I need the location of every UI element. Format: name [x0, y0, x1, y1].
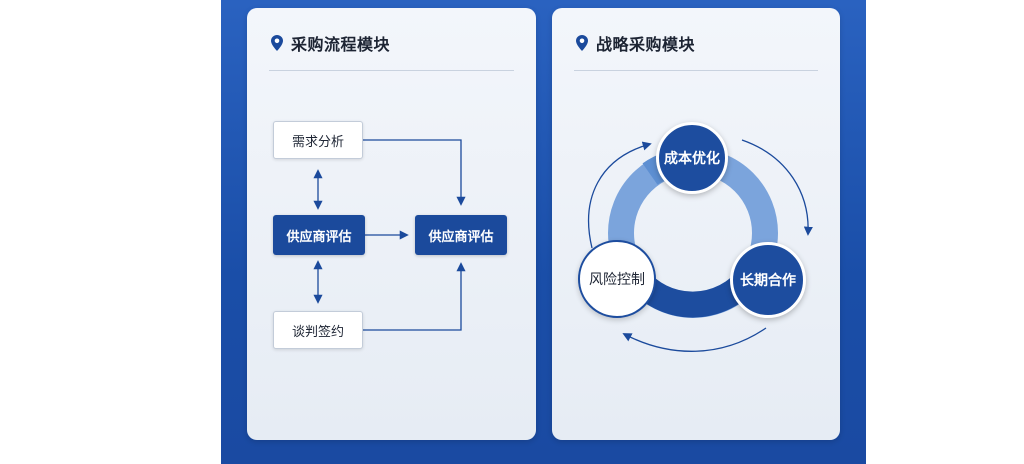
arrow-demand-to-eval	[363, 139, 466, 206]
card-header: 战略采购模块	[576, 30, 695, 56]
node-risk-control: 风险控制	[578, 240, 656, 318]
card-divider	[574, 70, 818, 71]
node-supplier-eval-left: 供应商评估	[273, 215, 365, 255]
card-title: 采购流程模块	[291, 35, 391, 54]
arrow-cost-to-longterm	[741, 139, 813, 236]
node-negotiate-sign: 谈判签约	[273, 311, 363, 349]
node-cost-optimization: 成本优化	[656, 122, 728, 194]
strategy-cycle-ring	[588, 139, 813, 352]
arrow-negotiate-to-eval	[363, 262, 466, 331]
process-flow-arrows	[313, 139, 466, 331]
strategic-procurement-card: 战略采购模块 成本优化 长期合作 风险控制	[552, 8, 840, 440]
arrow-longterm-to-risk	[622, 327, 767, 352]
node-long-term-cooperation: 长期合作	[730, 242, 806, 318]
card-header: 采购流程模块	[271, 30, 390, 56]
card-divider	[269, 70, 514, 71]
location-pin-icon	[576, 35, 588, 51]
node-demand-analysis: 需求分析	[273, 121, 363, 159]
node-supplier-eval-right: 供应商评估	[415, 215, 507, 255]
location-pin-icon	[271, 35, 283, 51]
arrow-risk-to-cost	[588, 141, 652, 249]
procurement-process-card: 采购流程模块 需求分析 供应商评估 供应商评估 谈判签约	[247, 8, 536, 440]
card-title: 战略采购模块	[596, 35, 696, 54]
